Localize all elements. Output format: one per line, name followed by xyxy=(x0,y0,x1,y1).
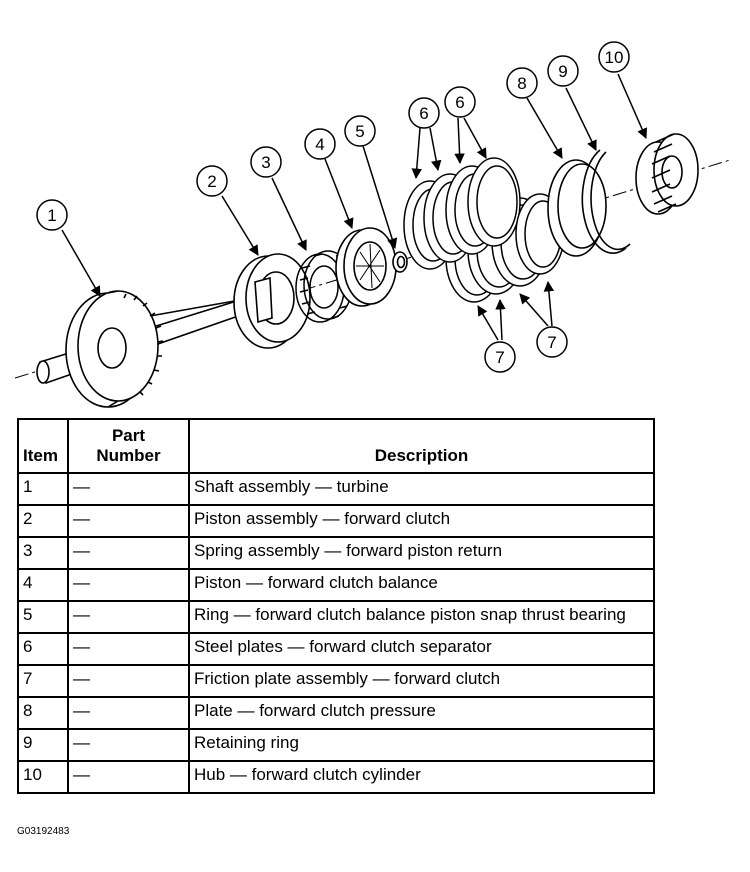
cell-item: 6 xyxy=(17,632,69,666)
cell-item: 3 xyxy=(17,536,69,570)
leader-6d xyxy=(463,117,487,159)
table-row: 7 — Friction plate assembly — forward cl… xyxy=(17,664,655,698)
leader-7a xyxy=(477,305,499,341)
svg-text:9: 9 xyxy=(558,62,567,81)
turbine-shaft-part xyxy=(36,290,245,408)
header-part-line2: Number xyxy=(96,446,161,465)
table-row: 1 — Shaft assembly — turbine xyxy=(17,472,655,506)
table-row: 2 — Piston assembly — forward clutch xyxy=(17,504,655,538)
snap-ring-part xyxy=(392,251,408,273)
cell-item: 5 xyxy=(17,600,69,634)
parts-table: Item Part Number Description 1 — Shaft a… xyxy=(17,418,655,794)
cell-description: Steel plates — forward clutch separator xyxy=(188,632,655,666)
cell-part-number: — xyxy=(67,600,190,634)
cell-item: 2 xyxy=(17,504,69,538)
leader-4 xyxy=(324,158,354,229)
leader-6b xyxy=(429,127,442,172)
svg-text:6: 6 xyxy=(455,93,464,112)
callout-9: 9 xyxy=(547,55,579,87)
callout-6b: 6 xyxy=(444,86,476,118)
svg-text:1: 1 xyxy=(47,206,56,225)
leader-2 xyxy=(221,195,259,256)
leader-6c xyxy=(454,117,465,165)
figure-code: G03192483 xyxy=(17,826,70,837)
cell-item: 8 xyxy=(17,696,69,730)
leader-lines xyxy=(61,73,648,341)
leader-5 xyxy=(362,145,398,250)
callout-4: 4 xyxy=(304,128,336,160)
svg-text:8: 8 xyxy=(517,74,526,93)
svg-text:2: 2 xyxy=(207,172,216,191)
table-row: 9 — Retaining ring xyxy=(17,728,655,762)
cell-description: Piston — forward clutch balance xyxy=(188,568,655,602)
table-row: 4 — Piston — forward clutch balance xyxy=(17,568,655,602)
header-item: Item xyxy=(17,418,69,474)
pressure-plate-part xyxy=(547,159,607,257)
cylinder-hub-part xyxy=(635,133,699,215)
leader-6a xyxy=(411,127,422,180)
cell-part-number: — xyxy=(67,728,190,762)
cell-part-number: — xyxy=(67,504,190,538)
cell-description: Plate — forward clutch pressure xyxy=(188,696,655,730)
leader-1 xyxy=(61,229,101,297)
cell-item: 10 xyxy=(17,760,69,794)
callout-1: 1 xyxy=(36,199,68,231)
cell-description: Friction plate assembly — forward clutch xyxy=(188,664,655,698)
callout-7b: 7 xyxy=(536,326,568,358)
table-header-row: Item Part Number Description xyxy=(17,418,655,474)
leader-3 xyxy=(271,177,307,251)
svg-text:6: 6 xyxy=(419,104,428,123)
cell-item: 1 xyxy=(17,472,69,506)
svg-text:7: 7 xyxy=(495,348,504,367)
cell-description: Spring assembly — forward piston return xyxy=(188,536,655,570)
cell-part-number: — xyxy=(67,760,190,794)
svg-text:5: 5 xyxy=(355,122,364,141)
header-part-line1: Part xyxy=(111,426,146,445)
cell-part-number: — xyxy=(67,472,190,506)
cell-description: Ring — forward clutch balance piston sna… xyxy=(188,600,655,634)
callout-8: 8 xyxy=(506,67,538,99)
cell-part-number: — xyxy=(67,696,190,730)
retaining-ring-part xyxy=(581,149,631,254)
leader-7d xyxy=(543,280,555,327)
table-row: 5 — Ring — forward clutch balance piston… xyxy=(17,600,655,634)
callout-2: 2 xyxy=(196,165,228,197)
leader-7c xyxy=(519,293,549,327)
table-row: 3 — Spring assembly — forward piston ret… xyxy=(17,536,655,570)
callout-7a: 7 xyxy=(484,341,516,373)
cell-part-number: — xyxy=(67,632,190,666)
header-part-number: Part Number xyxy=(67,418,190,474)
cell-part-number: — xyxy=(67,664,190,698)
cell-description: Retaining ring xyxy=(188,728,655,762)
svg-text:7: 7 xyxy=(547,333,556,352)
svg-text:3: 3 xyxy=(261,153,270,172)
cell-part-number: — xyxy=(67,568,190,602)
cell-description: Shaft assembly — turbine xyxy=(188,472,655,506)
balance-piston-part xyxy=(335,227,397,307)
cell-part-number: — xyxy=(67,536,190,570)
piston-assembly-part xyxy=(233,253,311,349)
callout-6a: 6 xyxy=(408,97,440,129)
leader-9 xyxy=(565,87,597,151)
table-row: 8 — Plate — forward clutch pressure xyxy=(17,696,655,730)
table-row: 10 — Hub — forward clutch cylinder xyxy=(17,760,655,794)
cell-description: Piston assembly — forward clutch xyxy=(188,504,655,538)
clutch-plate-stack xyxy=(403,157,565,303)
cell-item: 7 xyxy=(17,664,69,698)
table-row: 6 — Steel plates — forward clutch separa… xyxy=(17,632,655,666)
leader-10 xyxy=(617,73,648,139)
callout-5: 5 xyxy=(344,115,376,147)
leader-8 xyxy=(526,97,563,159)
cell-item: 9 xyxy=(17,728,69,762)
svg-text:4: 4 xyxy=(315,135,324,154)
cell-description: Hub — forward clutch cylinder xyxy=(188,760,655,794)
callout-10: 10 xyxy=(598,41,630,73)
exploded-parts-diagram: 1 2 3 4 5 6 6 8 9 10 7 7 xyxy=(14,41,731,408)
svg-text:10: 10 xyxy=(605,48,624,67)
cell-item: 4 xyxy=(17,568,69,602)
leader-7b xyxy=(495,298,506,341)
header-description: Description xyxy=(188,418,655,474)
callout-3: 3 xyxy=(250,146,282,178)
